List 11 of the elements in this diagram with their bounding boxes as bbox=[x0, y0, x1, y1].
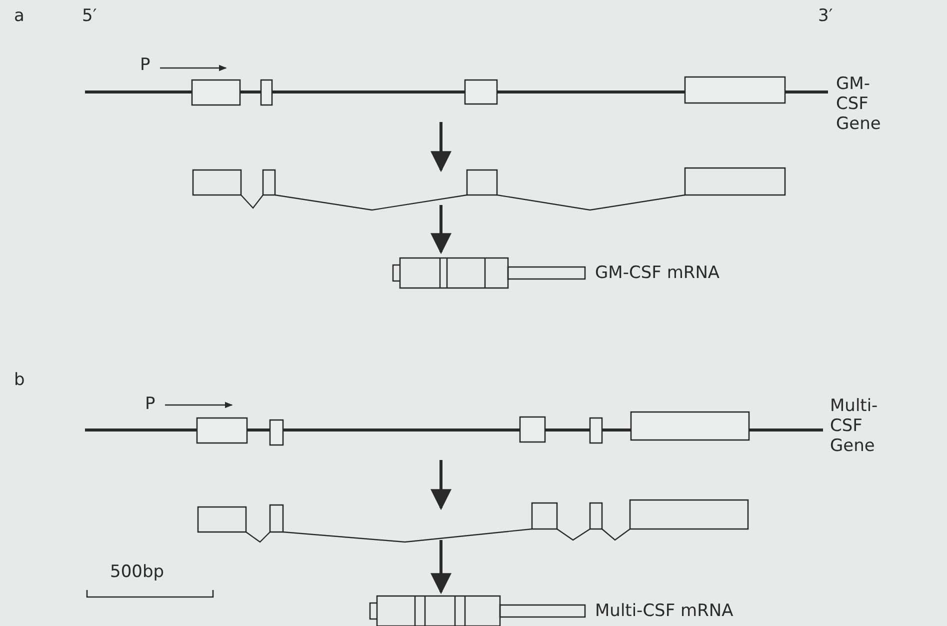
strand-end-label: 3′ bbox=[818, 6, 833, 26]
promoter-label: P bbox=[145, 394, 156, 414]
scale-label: 500bp bbox=[110, 562, 164, 582]
promoter-label: P bbox=[140, 55, 150, 75]
gene-label: Multi-CSF Gene bbox=[830, 396, 878, 456]
gene-label: GM-CSF Gene bbox=[836, 74, 881, 134]
strand-end-label: 5′ bbox=[82, 6, 97, 26]
mrna-label: Multi-CSF mRNA bbox=[595, 601, 734, 621]
panel-letter: a bbox=[14, 6, 24, 26]
panel-letter: b bbox=[14, 370, 25, 390]
mrna-label: GM-CSF mRNA bbox=[595, 263, 720, 283]
